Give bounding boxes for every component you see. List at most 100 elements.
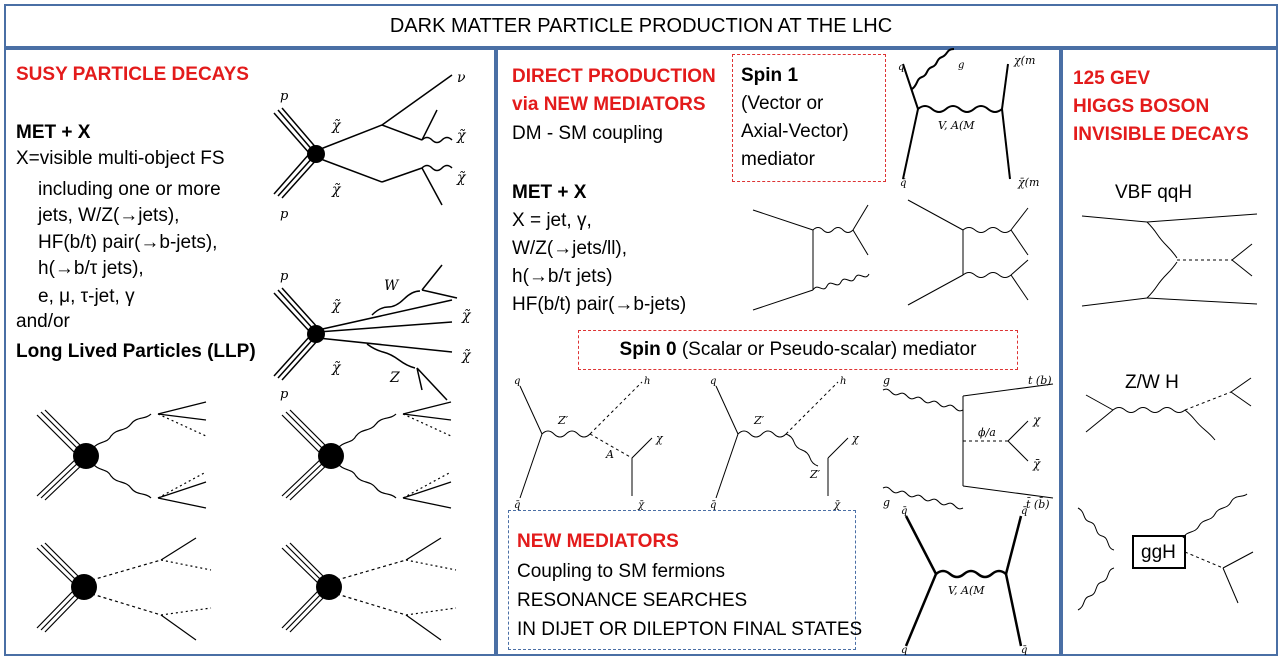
susy-diagram-stop xyxy=(36,537,212,641)
title-bar: DARK MATTER PARTICLE PRODUCTION AT THE L… xyxy=(4,4,1278,48)
susy-line: X=visible multi-object FS xyxy=(16,148,225,169)
svg-text:χ̃: χ̃ xyxy=(456,170,467,186)
mediator-diagram-wz xyxy=(907,199,1029,306)
susy-line: including one or more xyxy=(38,179,221,200)
svg-text:Z′: Z′ xyxy=(557,414,569,427)
svg-text:h: h xyxy=(840,376,846,387)
svg-text:g: g xyxy=(883,496,890,509)
svg-text:p: p xyxy=(280,269,289,284)
svg-text:q̄: q̄ xyxy=(1021,645,1027,656)
susy-diagram-slepton: p p χ̃ χ̃ ν χ̃ χ̃ xyxy=(273,70,467,222)
direct-panel: DIRECT PRODUCTION via NEW MEDIATORS DM -… xyxy=(496,48,1061,656)
susy-met: MET + X xyxy=(16,122,91,143)
spin1-line: mediator xyxy=(741,149,815,170)
svg-text:χ̄(m: χ̄(m xyxy=(1017,176,1039,189)
higgs-vbf-label: VBF qqH xyxy=(1115,182,1193,203)
new-mediators-line: Coupling to SM fermions xyxy=(517,561,726,582)
susy-diagram-sbottom xyxy=(281,537,457,641)
spin1-line: Axial-Vector) xyxy=(741,121,849,142)
mediator-diagram-photon xyxy=(752,204,870,311)
svg-text:A: A xyxy=(605,448,614,461)
svg-text:q̄: q̄ xyxy=(900,178,906,189)
svg-text:χ̃: χ̃ xyxy=(461,348,472,364)
svg-text:q̄: q̄ xyxy=(901,506,907,517)
susy-line: h(→b/τ jets), xyxy=(38,258,144,279)
direct-line: h(→b/τ jets) xyxy=(512,266,613,287)
svg-text:p: p xyxy=(280,207,289,222)
svg-text:t (b): t (b) xyxy=(1028,374,1052,387)
higgs-zwh-label: Z/W H xyxy=(1125,372,1179,393)
higgs-heading: HIGGS BOSON xyxy=(1073,96,1210,117)
higgs-ggh-diagram xyxy=(1077,493,1254,611)
susy-andor: and/or xyxy=(16,311,70,332)
page-title: DARK MATTER PARTICLE PRODUCTION AT THE L… xyxy=(389,14,893,37)
svg-text:q: q xyxy=(514,376,520,387)
spin0-box: Spin 0 (Scalar or Pseudo-scalar) mediato… xyxy=(578,330,1018,370)
svg-text:q: q xyxy=(898,62,904,73)
spin1-line: Spin 1 xyxy=(741,65,799,86)
new-mediators-line: IN DIJET OR DILEPTON FINAL STATES xyxy=(517,619,863,640)
susy-line: e, μ, τ-jet, γ xyxy=(38,286,135,307)
svg-text:Z′: Z′ xyxy=(753,414,765,427)
svg-text:ν: ν xyxy=(457,70,466,86)
higgs-heading: 125 GEV xyxy=(1073,68,1151,89)
new-mediators-heading: NEW MEDIATORS xyxy=(517,531,679,552)
svg-text:q̄: q̄ xyxy=(514,500,520,511)
svg-text:χ̃: χ̃ xyxy=(331,182,342,198)
svg-text:V, A(M: V, A(M xyxy=(938,119,975,132)
svg-text:χ̄: χ̄ xyxy=(1032,457,1041,471)
susy-heading: SUSY PARTICLE DECAYS xyxy=(16,64,249,85)
direct-heading: via NEW MEDIATORS xyxy=(512,94,706,115)
svg-text:χ̃: χ̃ xyxy=(331,298,342,314)
new-mediators-box: NEW MEDIATORS Coupling to SM fermions RE… xyxy=(508,510,862,650)
mediator-diagram-gluon: q g χ(m q̄ χ̄(m V, A(M xyxy=(898,48,1039,189)
resonance-diagram: q̄ q̄ q q̄ V, A(M xyxy=(901,506,1027,656)
svg-text:W: W xyxy=(384,278,400,294)
svg-text:χ: χ xyxy=(851,432,860,445)
direct-met: MET + X xyxy=(512,182,587,203)
svg-text:Z: Z xyxy=(389,370,400,386)
svg-text:χ̃: χ̃ xyxy=(331,118,342,134)
direct-line: HF(b/t) pair(→b-jets) xyxy=(512,294,687,315)
svg-text:χ̃: χ̃ xyxy=(331,360,342,376)
svg-text:χ: χ xyxy=(1032,413,1041,427)
svg-text:Z′: Z′ xyxy=(809,468,821,481)
direct-line: X = jet, γ, xyxy=(512,210,592,231)
spin0-diagram-h-zprime: q h Z′ Z′ χ q̄ χ̄ xyxy=(710,376,860,511)
svg-text:χ̃: χ̃ xyxy=(461,308,472,324)
susy-diagram-gluino-top xyxy=(36,401,207,509)
svg-text:q: q xyxy=(901,645,907,656)
higgs-ggh-label: ggH xyxy=(1139,540,1178,565)
svg-text:ϕ/a: ϕ/a xyxy=(978,426,996,439)
susy-diagram-wz: p p χ̃ χ̃ W Z χ̃ χ̃ xyxy=(273,264,472,402)
higgs-panel: 125 GEV HIGGS BOSON INVISIBLE DECAYS VBF… xyxy=(1061,48,1278,656)
direct-coupling: DM - SM coupling xyxy=(512,123,663,144)
susy-panel: SUSY PARTICLE DECAYS MET + X X=visible m… xyxy=(4,48,496,656)
svg-text:V, A(M: V, A(M xyxy=(948,584,985,597)
svg-text:χ̄: χ̄ xyxy=(637,500,645,511)
spin1-box: Spin 1 (Vector or Axial-Vector) mediator xyxy=(732,54,886,182)
spin1-line: (Vector or xyxy=(741,93,824,114)
svg-text:g: g xyxy=(958,60,964,71)
svg-text:g: g xyxy=(883,374,890,387)
svg-text:χ̃: χ̃ xyxy=(456,128,467,144)
new-mediators-line: RESONANCE SEARCHES xyxy=(517,590,748,611)
higgs-heading: INVISIBLE DECAYS xyxy=(1073,124,1249,145)
svg-text:q̄: q̄ xyxy=(710,500,716,511)
susy-line: HF(b/t) pair(→b-jets), xyxy=(38,232,218,253)
svg-text:h: h xyxy=(644,376,650,387)
svg-text:q̄: q̄ xyxy=(1021,506,1027,517)
svg-text:χ: χ xyxy=(655,432,664,445)
higgs-vbf-diagram xyxy=(1081,213,1258,307)
higgs-zwh-diagram xyxy=(1085,377,1252,441)
spin0-diagram-ttbar: g g ϕ/a χ χ̄ t (b) t̄ (b̄) xyxy=(882,374,1054,511)
svg-text:χ̄: χ̄ xyxy=(833,500,841,511)
susy-llp: Long Lived Particles (LLP) xyxy=(16,341,256,362)
spin0-label: Spin 0 xyxy=(619,339,677,360)
susy-diagram-gluino-quark xyxy=(281,401,452,509)
susy-line: jets, W/Z(→jets), xyxy=(38,205,180,226)
svg-text:t̄ (b̄): t̄ (b̄) xyxy=(1026,498,1050,511)
spin0-diagram-h-a: q h Z′ A χ q̄ χ̄ xyxy=(514,376,664,511)
svg-text:p: p xyxy=(280,89,289,104)
svg-text:q: q xyxy=(710,376,716,387)
